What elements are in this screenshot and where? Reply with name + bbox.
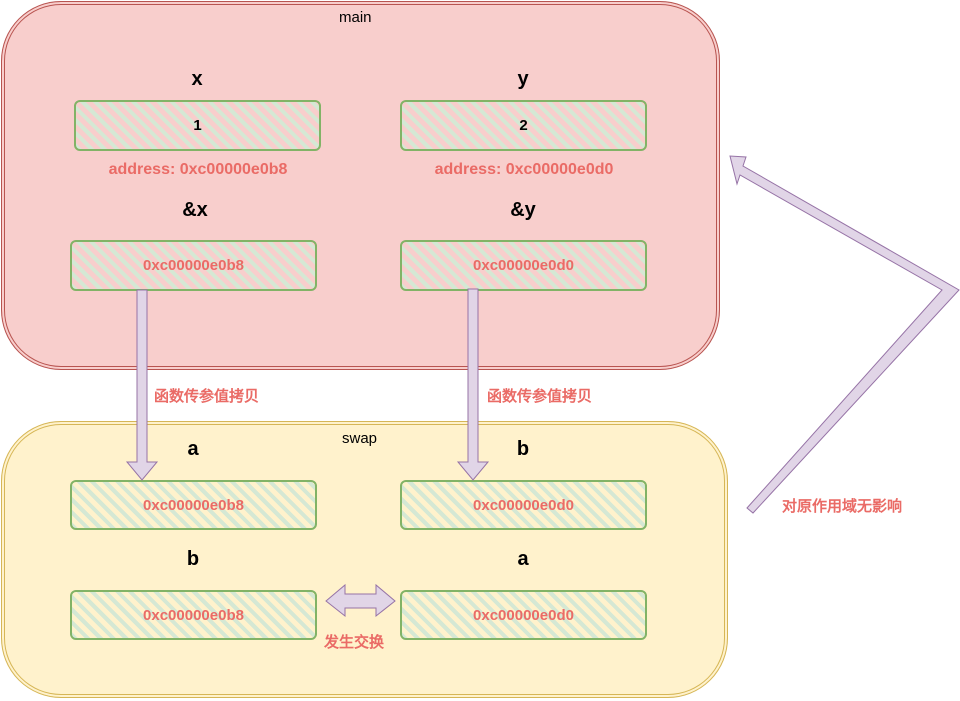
no-effect-arrow xyxy=(729,155,960,514)
var-y-box[interactable]: 2 xyxy=(400,100,647,151)
swap-scope-title: swap xyxy=(342,430,378,447)
var-x-value: 1 xyxy=(193,117,202,134)
ptr-x-label: &x xyxy=(182,199,208,221)
main-scope-container xyxy=(1,1,720,370)
swapped-b-label: b xyxy=(186,548,200,570)
swap-double-arrow xyxy=(325,583,396,618)
swapped-a-box[interactable]: 0xc00000e0d0 xyxy=(400,590,647,640)
var-y-label: y xyxy=(517,68,529,90)
swap-scope-container xyxy=(1,421,728,698)
swapped-a-value: 0xc00000e0d0 xyxy=(473,606,574,624)
copy-arrow-right xyxy=(456,288,490,481)
no-effect-note: 对原作用域无影响 xyxy=(782,498,903,515)
swap-b-value: 0xc00000e0d0 xyxy=(473,496,574,514)
copy-arrow-left xyxy=(125,289,159,481)
ptr-x-box[interactable]: 0xc00000e0b8 xyxy=(70,240,317,291)
swap-b-box[interactable]: 0xc00000e0d0 xyxy=(400,480,647,530)
swap-a-value: 0xc00000e0b8 xyxy=(143,496,244,514)
copy-note-right: 函数传参值拷贝 xyxy=(487,388,593,405)
ptr-y-value: 0xc00000e0d0 xyxy=(473,257,574,274)
main-scope-title: main xyxy=(339,9,372,26)
copy-note-left: 函数传参值拷贝 xyxy=(154,388,260,405)
var-x-address: address: 0xc00000e0b8 xyxy=(108,161,288,178)
var-y-address: address: 0xc00000e0d0 xyxy=(434,161,614,178)
swap-note: 发生交换 xyxy=(324,634,385,651)
ptr-y-label: &y xyxy=(510,199,536,221)
ptr-y-box[interactable]: 0xc00000e0d0 xyxy=(400,240,647,291)
var-x-label: x xyxy=(191,68,203,90)
var-y-value: 2 xyxy=(519,117,528,134)
swapped-b-box[interactable]: 0xc00000e0b8 xyxy=(70,590,317,640)
swap-a-label: a xyxy=(187,438,199,460)
swap-a-box[interactable]: 0xc00000e0b8 xyxy=(70,480,317,530)
swap-b-label: b xyxy=(516,438,530,460)
var-x-box[interactable]: 1 xyxy=(74,100,321,151)
ptr-x-value: 0xc00000e0b8 xyxy=(143,257,244,274)
swapped-b-value: 0xc00000e0b8 xyxy=(143,606,244,624)
swapped-a-label: a xyxy=(517,548,529,570)
